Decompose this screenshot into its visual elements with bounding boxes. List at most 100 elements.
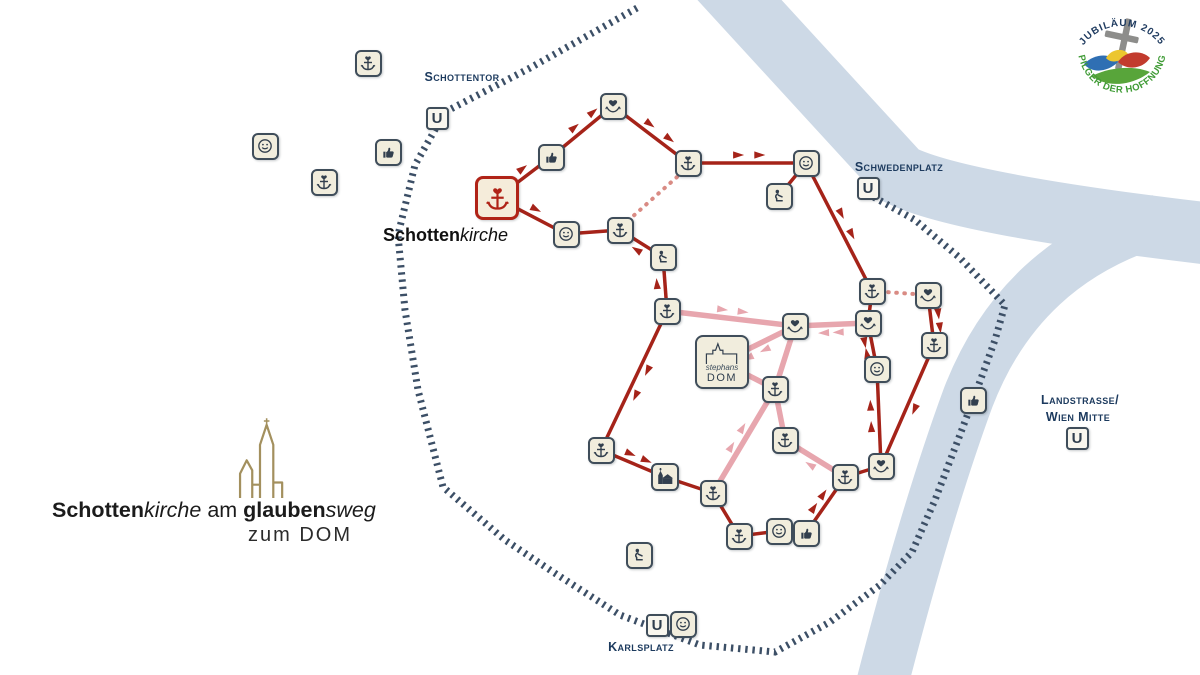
route-arrow xyxy=(568,123,579,134)
station-heart xyxy=(914,281,942,309)
station-heart xyxy=(781,312,809,340)
station-anchor xyxy=(674,149,702,177)
church-icon xyxy=(658,468,673,484)
ubahn-station-marker: U xyxy=(645,613,669,637)
map-label-landstrasse: Landstrasse/ xyxy=(1041,393,1119,407)
anchor-cross-icon xyxy=(926,338,942,353)
route-arrow xyxy=(653,278,661,290)
start-station-schottenkirche xyxy=(475,176,519,220)
route-arrow xyxy=(733,151,745,159)
map-label-schottentor: Schottentor xyxy=(424,70,500,84)
station-anchor xyxy=(310,168,338,196)
route-arrow xyxy=(624,448,636,456)
station-church xyxy=(651,463,679,491)
route-arrow xyxy=(935,322,943,334)
dom-label-stephans: stephans xyxy=(705,362,739,372)
ringstrasse-boundary xyxy=(394,4,1009,656)
route-arrow xyxy=(835,207,844,219)
station-anchor xyxy=(725,522,753,550)
footer-kirche: kirche xyxy=(143,498,202,522)
route-arrow xyxy=(759,344,772,353)
route-arrow xyxy=(631,246,643,256)
station-thumb xyxy=(959,386,987,414)
smiley-icon xyxy=(676,617,690,631)
station-anchor xyxy=(771,426,799,454)
anchor-cross-icon xyxy=(777,433,793,448)
station-anchor xyxy=(761,375,789,403)
ubahn-letter: U xyxy=(651,616,663,634)
route-segment-pink xyxy=(710,387,778,495)
route-arrow xyxy=(663,132,674,143)
smiley-icon xyxy=(772,524,786,538)
station-smiley xyxy=(251,132,279,160)
dom-label-dom: DOM xyxy=(706,372,738,385)
footer-title-line2: zum DOM xyxy=(248,524,352,546)
station-thumb xyxy=(537,143,565,171)
smiley-icon xyxy=(559,227,573,241)
thumbsup-icon xyxy=(801,528,812,539)
kneeling-figure-icon xyxy=(775,189,783,202)
thumbsup-icon xyxy=(968,395,979,406)
station-figure xyxy=(765,182,793,210)
station-smiley xyxy=(863,355,891,383)
smiley-icon xyxy=(870,362,884,376)
route-arrow xyxy=(817,489,827,501)
footer-am: am xyxy=(201,498,244,522)
route-arrow xyxy=(640,455,652,463)
anchor-cross-icon xyxy=(680,156,696,171)
station-figure xyxy=(625,541,653,569)
station-anchor xyxy=(858,277,886,305)
route-arrow xyxy=(807,502,818,514)
kneeling-figure-icon xyxy=(659,250,667,263)
anchor-cross-icon xyxy=(767,382,783,397)
route-arrow xyxy=(737,307,749,315)
station-anchor xyxy=(587,436,615,464)
route-arrow xyxy=(716,305,729,313)
route-arrow xyxy=(633,389,642,401)
anchor-cross-icon xyxy=(837,470,853,485)
station-smiley xyxy=(792,149,820,177)
anchor-cross-icon xyxy=(864,284,880,299)
heart-hands-icon xyxy=(605,100,621,113)
route-segment-dot xyxy=(620,167,688,228)
kneeling-figure-icon xyxy=(635,548,643,561)
anchor-cross-icon xyxy=(612,223,628,238)
route-arrow xyxy=(754,151,766,159)
heart-hands-icon xyxy=(860,317,876,330)
start-label-italic: kirche xyxy=(460,225,509,245)
ubahn-letter: U xyxy=(431,109,443,127)
route-arrow xyxy=(645,364,653,376)
schottenkirche-drawing-icon xyxy=(238,418,284,498)
heart-hands-icon xyxy=(787,320,803,333)
anchor-cross-icon xyxy=(731,529,747,544)
route-arrow xyxy=(860,336,868,349)
station-smiley xyxy=(765,517,793,545)
footer-title-line1: Schottenkirche am glaubensweg xyxy=(52,498,376,523)
heart-hands-icon xyxy=(920,289,936,302)
route-segment-pink xyxy=(666,308,796,329)
heart-hands-icon xyxy=(873,460,889,473)
station-smiley xyxy=(669,610,697,638)
route-arrow xyxy=(805,461,817,471)
footer-glauben: glauben xyxy=(243,498,326,522)
start-station-label: Schottenkirche xyxy=(383,225,508,246)
ubahn-station-marker: U xyxy=(856,176,880,200)
route-segment-red xyxy=(875,368,883,467)
route-arrow xyxy=(818,329,830,337)
jubilee-2025-logo: JUBILÄUM 2025 PILGER DER HOFFNUNG xyxy=(1075,16,1168,96)
thumbsup-icon xyxy=(546,152,557,163)
station-smiley xyxy=(552,220,580,248)
station-heart xyxy=(599,92,627,120)
route-arrow xyxy=(868,421,876,433)
station-anchor xyxy=(354,49,382,77)
station-thumb xyxy=(374,138,402,166)
map-label-wien-mitte: Wien Mitte xyxy=(1045,410,1111,424)
route-arrow xyxy=(736,423,746,435)
anchor-cross-icon xyxy=(360,56,376,71)
route-segment-red xyxy=(599,310,669,451)
station-heart xyxy=(854,309,882,337)
station-anchor xyxy=(920,331,948,359)
